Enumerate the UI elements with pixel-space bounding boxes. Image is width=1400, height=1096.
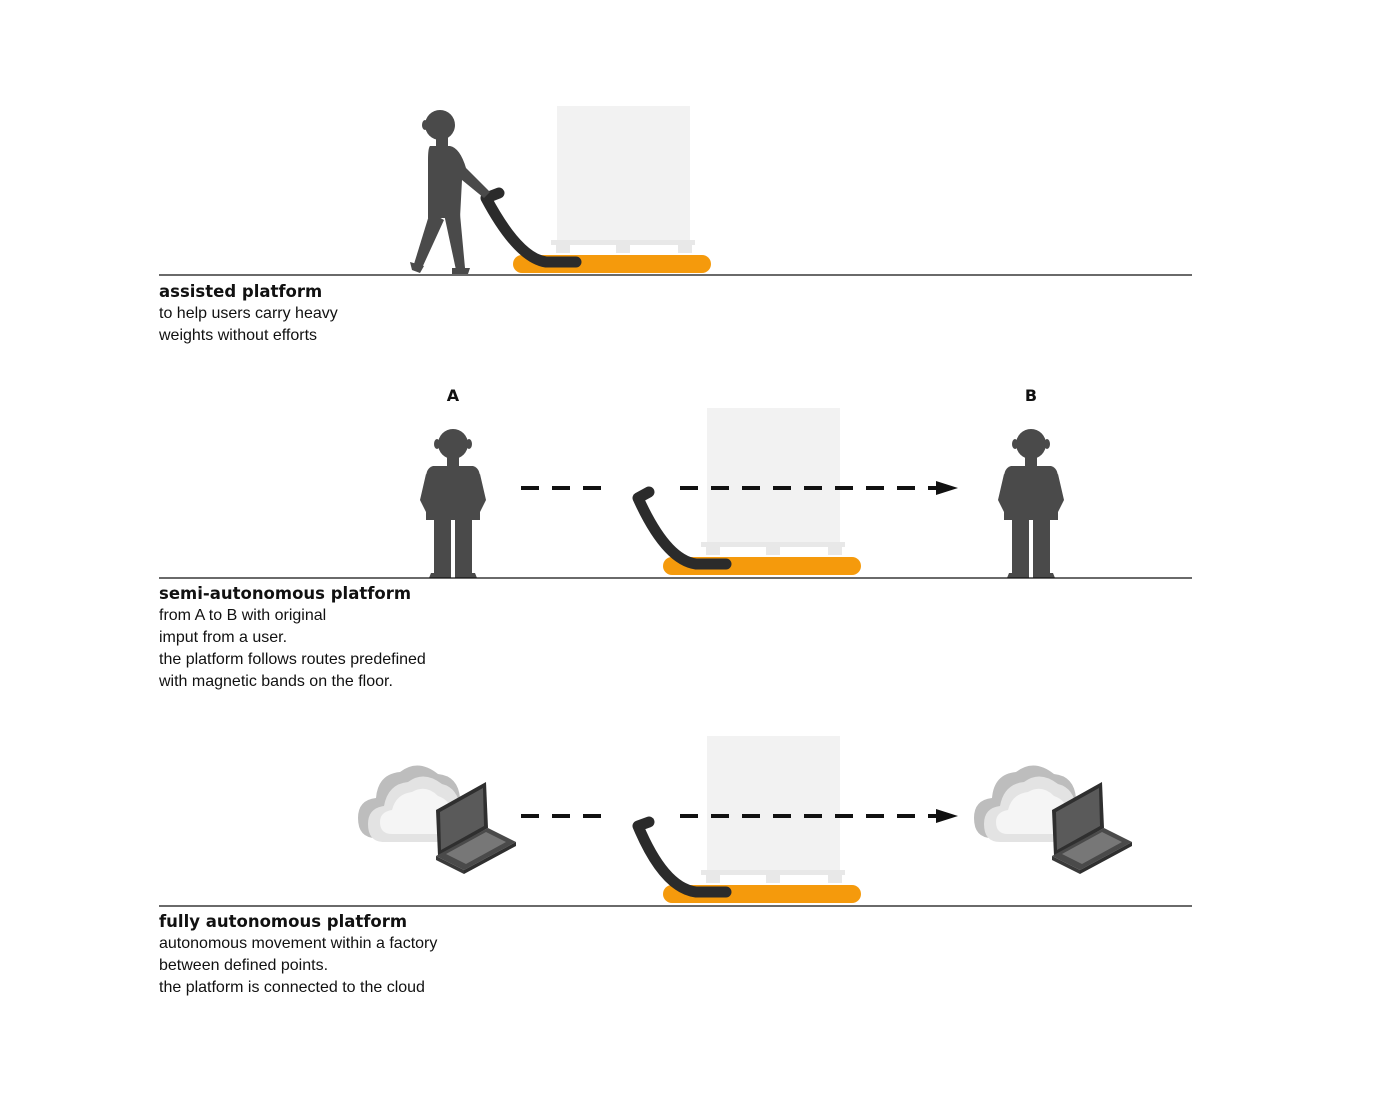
section-semi-autonomous: A B xyxy=(159,386,1192,579)
cloud-laptop-start-icon xyxy=(358,765,516,874)
point-label-a: A xyxy=(447,386,460,405)
pallet xyxy=(551,240,695,253)
description-line: imput from a user. xyxy=(159,629,288,646)
point-label-b: B xyxy=(1025,386,1037,405)
pallet xyxy=(701,870,845,883)
description-line: to help users carry heavy xyxy=(159,305,338,322)
description-line: weights without efforts xyxy=(159,327,318,344)
person-start-icon xyxy=(420,429,486,578)
cloud-laptop-end-icon xyxy=(974,765,1132,874)
person-end-icon xyxy=(998,429,1064,578)
description-line: the platform follows routes predefined xyxy=(159,651,426,668)
section-title: assisted platform xyxy=(159,282,323,301)
dashed-arrow-right xyxy=(680,481,958,495)
dashed-arrow-right xyxy=(680,809,958,823)
arrowhead-icon xyxy=(936,809,958,823)
platform-handle xyxy=(632,816,732,898)
platform-handle xyxy=(632,486,732,570)
cargo-box xyxy=(707,408,840,542)
section-title: semi-autonomous platform xyxy=(159,584,412,603)
pallet xyxy=(701,542,845,555)
description-line: the platform is connected to the cloud xyxy=(159,979,425,996)
description-line: with magnetic bands on the floor. xyxy=(159,673,393,690)
caption-fully-autonomous: fully autonomous platform autonomous mov… xyxy=(159,911,437,999)
description-line: autonomous movement within a factory xyxy=(159,935,438,952)
caption-assisted: assisted platform to help users carry he… xyxy=(159,281,338,347)
cargo-box xyxy=(707,736,840,870)
description-line: between defined points. xyxy=(159,957,329,974)
section-title: fully autonomous platform xyxy=(159,912,408,931)
description-line: from A to B with original xyxy=(159,607,327,624)
walking-person-icon xyxy=(410,110,490,274)
cargo-box xyxy=(557,106,690,240)
platform-handle xyxy=(480,187,582,268)
caption-semi-autonomous: semi-autonomous platform from A to B wit… xyxy=(159,583,426,693)
section-assisted xyxy=(159,106,1192,276)
section-fully-autonomous xyxy=(159,736,1192,907)
arrowhead-icon xyxy=(936,481,958,495)
